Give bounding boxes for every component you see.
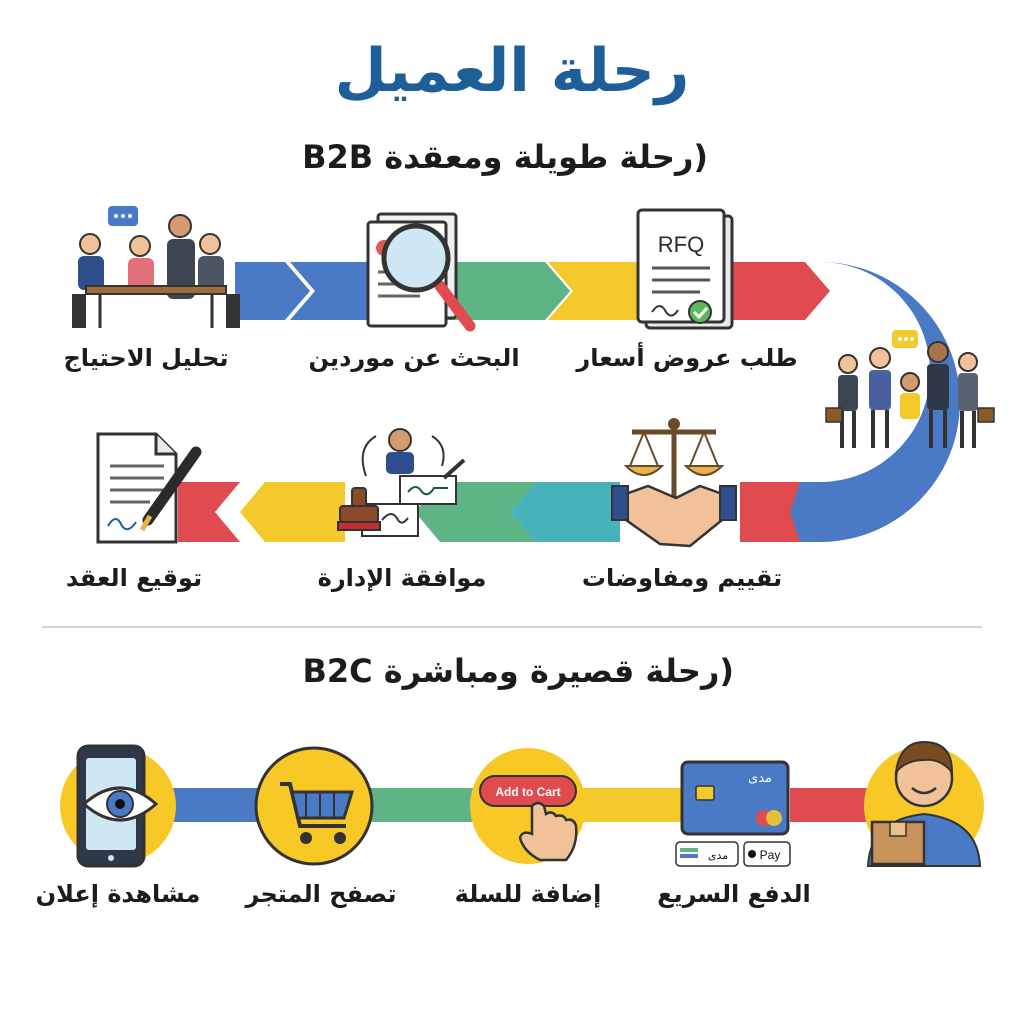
- b2c-step-label-add-to-cart: إضافة للسلة: [454, 880, 602, 908]
- magnifier-documents-icon: [366, 212, 476, 332]
- team-meeting-icon: [72, 206, 240, 328]
- customer-with-package-icon: [864, 740, 984, 867]
- b2b-step-label-evaluation: تقييم ومفاوضات: [581, 564, 783, 592]
- signed-contract-icon: [96, 432, 202, 544]
- add-to-cart-text: Add to Cart: [495, 785, 560, 799]
- b2b-step-label-needs-analysis: تحليل الاحتياج: [63, 344, 229, 372]
- b2c-heading: (رحلة قصيرة ومباشرة B2C: [302, 652, 734, 690]
- add-to-cart-button-icon: Add to Cart: [470, 748, 586, 864]
- shopping-cart-icon: [254, 746, 374, 866]
- b2b-top-flow-band: [235, 262, 830, 320]
- svg-text:Pay: Pay: [760, 848, 781, 862]
- b2b-heading: (رحلة طويلة ومعقدة B2B: [302, 138, 708, 176]
- b2b-step-label-management-approval: موافقة الإدارة: [317, 564, 487, 592]
- b2b-step-label-contract-signing: توقيع العقد: [65, 564, 203, 592]
- rfq-badge-text: RFQ: [658, 232, 704, 257]
- stamp-approval-icon: [337, 428, 466, 537]
- b2b-u-turn-arc: [780, 262, 960, 542]
- section-divider: [42, 626, 982, 628]
- b2b-step-label-rfq: طلب عروض أسعار: [576, 344, 798, 372]
- b2b-step-label-supplier-search: البحث عن موردين: [308, 344, 520, 372]
- b2c-step-label-fast-payment: الدفع السريع: [657, 880, 811, 908]
- page-title: رحلة العميل: [334, 36, 690, 106]
- scales-handshake-icon: [611, 418, 737, 548]
- wallet-badge-mada: مدى: [675, 841, 739, 867]
- b2c-step-label-browse-store: تصفح المتجر: [245, 880, 397, 908]
- stakeholders-group-icon: [825, 330, 995, 448]
- phone-eye-icon: [60, 744, 176, 868]
- rfq-document-icon: RFQ: [636, 208, 734, 330]
- payment-card-icon: مدى Pay مدى: [675, 760, 791, 867]
- wallet-badge-apple-pay: Pay: [743, 841, 791, 867]
- b2c-step-label-view-ad: مشاهدة إعلان: [35, 880, 201, 908]
- card-brand-text: مدى: [748, 771, 772, 786]
- svg-text:مدى: مدى: [708, 849, 728, 862]
